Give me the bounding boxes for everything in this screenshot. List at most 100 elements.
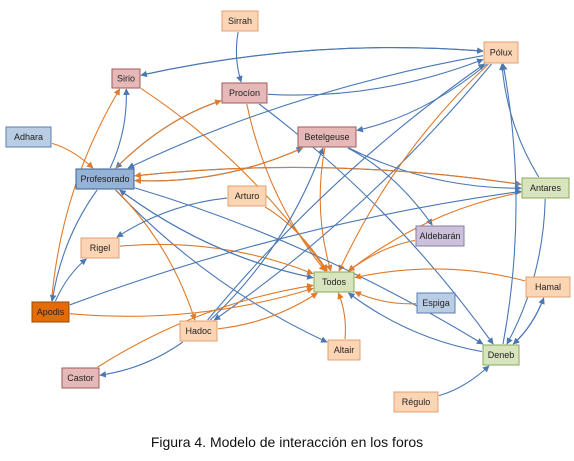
node-apodis: Apodis <box>31 301 70 323</box>
edge-profesorado-to-apodis <box>49 189 98 302</box>
edge-profesorado-to-antares <box>134 166 522 187</box>
edge-polux-to-todos <box>338 63 489 272</box>
node-todos-box <box>313 271 355 293</box>
node-rigel-label: Rigel <box>90 243 111 253</box>
edge-polux-to-profesorado <box>127 55 484 169</box>
node-profesorado-label: Profesorado <box>80 174 129 184</box>
node-deneb-label: Deneb <box>488 350 515 360</box>
edge-betelgeuse-to-todos <box>319 147 333 272</box>
edges-layer <box>49 31 546 397</box>
node-rigel-box <box>80 237 120 259</box>
node-regulo-box <box>393 391 439 413</box>
node-hadoc: Hadoc <box>179 320 218 342</box>
node-sirio: Sirio <box>111 68 141 89</box>
node-profesorado: Profesorado <box>75 168 135 190</box>
node-sirrah-label: Sirrah <box>228 16 252 26</box>
node-regulo: Régulo <box>393 391 439 413</box>
edge-sirrah-to-procion <box>235 31 243 83</box>
edge-antares-to-todos <box>347 191 522 272</box>
edge-apodis-to-todos <box>69 287 314 317</box>
node-hadoc-box <box>179 320 218 342</box>
node-betelgeuse-box <box>297 126 357 148</box>
node-aldebaran-label: Aldebarán <box>419 231 460 241</box>
node-adhara: Adhara <box>5 126 52 148</box>
node-altair: Altair <box>327 339 361 361</box>
node-castor-label: Castor <box>67 373 94 383</box>
node-polux: Pólux <box>483 41 519 64</box>
node-polux-label: Pólux <box>490 48 513 58</box>
node-hamal-box <box>525 276 571 298</box>
node-procion-label: Procíon <box>229 88 260 98</box>
edge-profesorado-to-hadoc <box>115 189 197 321</box>
node-betelgeuse-label: Betelgeuse <box>304 132 349 142</box>
node-arturo: Arturo <box>227 185 267 207</box>
edge-antares-to-deneb <box>506 198 546 345</box>
edge-profesorado-to-deneb <box>134 187 484 345</box>
node-altair-label: Altair <box>334 345 355 355</box>
node-arturo-box <box>227 185 267 207</box>
edge-hadoc-to-castor <box>99 341 184 378</box>
edge-profesorado-to-todos <box>119 189 314 280</box>
node-todos: Todos <box>313 271 355 293</box>
edge-regulo-to-deneb <box>438 365 490 397</box>
edge-antares-to-polux <box>499 63 540 178</box>
node-adhara-box <box>5 126 52 148</box>
node-rigel: Rigel <box>80 237 120 259</box>
edge-polux-to-sirio <box>140 46 484 78</box>
node-regulo-label: Régulo <box>402 397 431 407</box>
edge-antares-to-profesorado <box>134 166 522 185</box>
node-apodis-label: Apodis <box>37 307 65 317</box>
edge-hadoc-to-todos <box>217 292 318 330</box>
edge-profesorado-to-altair <box>115 189 328 343</box>
node-altair-box <box>327 339 361 361</box>
edge-polux-to-hadoc <box>213 63 492 321</box>
edge-hamal-to-todos <box>354 268 526 282</box>
node-procion: Procíon <box>221 82 268 104</box>
node-aldebaran-box <box>415 225 465 247</box>
edge-hadoc-to-betelgeuse <box>209 147 325 321</box>
node-antares-box <box>521 177 570 199</box>
edge-betelgeuse-to-antares <box>348 147 522 192</box>
node-espiga-box <box>416 292 456 314</box>
node-sirio-label: Sirio <box>117 74 135 84</box>
node-polux-box <box>483 41 519 64</box>
edge-profesorado-to-procion <box>115 99 222 169</box>
edge-sirio-to-todos <box>140 87 327 272</box>
node-castor-box <box>61 367 100 389</box>
node-procion-box <box>221 82 268 104</box>
node-profesorado-box <box>75 168 135 190</box>
edge-rigel-to-todos <box>119 243 314 275</box>
node-castor: Castor <box>61 367 100 389</box>
edge-procion-to-polux <box>267 58 484 96</box>
node-hamal-label: Hamal <box>535 282 561 292</box>
edge-betelgeuse-to-aldebaran <box>347 147 433 226</box>
edge-betelgeuse-to-profesorado <box>134 147 303 185</box>
edge-adhara-to-profesorado <box>51 142 94 169</box>
edge-polux-to-betelgeuse <box>356 63 488 133</box>
node-arturo-label: Arturo <box>235 191 260 201</box>
edge-deneb-to-todos <box>347 292 483 353</box>
edge-hadoc-to-polux <box>207 63 486 321</box>
node-sirio-box <box>111 68 141 89</box>
edge-apodis-to-antares <box>69 188 522 306</box>
edge-apodis-to-rigel <box>54 258 87 302</box>
node-hadoc-label: Hadoc <box>185 326 212 336</box>
node-hamal: Hamal <box>525 276 571 298</box>
node-adhara-label: Adhara <box>14 132 43 142</box>
node-betelgeuse: Betelgeuse <box>297 126 357 148</box>
edge-altair-to-todos <box>337 292 346 340</box>
node-antares-label: Antares <box>530 183 562 193</box>
edge-sirio-to-polux <box>140 46 484 76</box>
node-deneb: Deneb <box>482 344 520 366</box>
edge-arturo-to-rigel <box>116 197 228 238</box>
edge-deneb-to-hamal <box>512 297 545 345</box>
edge-espiga-to-todos <box>354 291 417 305</box>
node-aldebaran: Aldebarán <box>415 225 465 247</box>
node-espiga: Espiga <box>416 292 456 314</box>
node-todos-label: Todos <box>322 277 347 287</box>
edge-todos-to-profesorado <box>119 189 314 279</box>
node-antares: Antares <box>521 177 570 199</box>
node-sirrah: Sirrah <box>221 10 259 32</box>
